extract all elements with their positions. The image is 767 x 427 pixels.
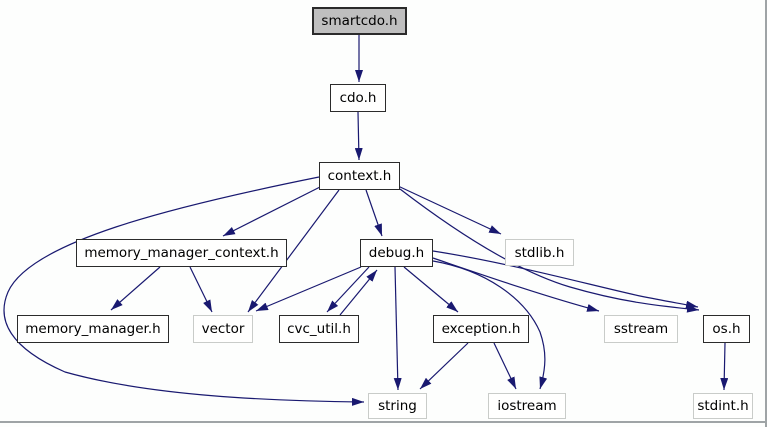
edge-mmcontext-mmanager bbox=[110, 266, 161, 311]
edge-debug-string bbox=[393, 266, 402, 391]
edge-debug-cvcutil bbox=[326, 266, 370, 313]
node-os-h[interactable]: os.h bbox=[703, 315, 750, 343]
frame-border-bottom bbox=[0, 421, 767, 423]
edge-context-stdlib bbox=[397, 185, 502, 235]
node-exception-h[interactable]: exception.h bbox=[433, 315, 529, 343]
edge-debug-vector bbox=[255, 266, 362, 312]
node-string: string bbox=[368, 393, 427, 419]
node-smartcdo-h: smartcdo.h bbox=[312, 7, 407, 35]
edge-debug-exception bbox=[403, 266, 459, 313]
edge-exception-iostream bbox=[493, 342, 517, 390]
node-memory-manager-context-h[interactable]: memory_manager_context.h bbox=[76, 239, 287, 267]
edge-context-os bbox=[399, 188, 700, 313]
node-sstream: sstream bbox=[604, 315, 678, 343]
frame-border-right bbox=[765, 0, 767, 427]
edge-os-stdint bbox=[720, 342, 729, 391]
node-context-h[interactable]: context.h bbox=[319, 162, 400, 190]
edge-debug-sstream bbox=[432, 257, 600, 312]
edge-context-mmcontext bbox=[222, 186, 321, 237]
edge-cdo-context bbox=[354, 111, 363, 161]
node-debug-h[interactable]: debug.h bbox=[360, 239, 433, 267]
node-cdo-h[interactable]: cdo.h bbox=[330, 84, 386, 112]
node-stdlib-h: stdlib.h bbox=[505, 239, 574, 266]
node-vector: vector bbox=[193, 315, 253, 343]
edge-mmcontext-vector bbox=[189, 266, 213, 313]
edge-cvcutil-debug bbox=[339, 269, 378, 316]
edge-context-debug bbox=[365, 189, 383, 237]
edge-debug-iostream bbox=[432, 260, 548, 390]
node-cvc-util-h[interactable]: cvc_util.h bbox=[279, 315, 359, 343]
edge-exception-string bbox=[419, 342, 469, 390]
edge-debug-os bbox=[432, 250, 699, 309]
edge-context-string bbox=[3, 176, 365, 406]
edge-context-vector bbox=[247, 189, 340, 313]
node-stdint-h: stdint.h bbox=[693, 393, 753, 419]
node-memory-manager-h[interactable]: memory_manager.h bbox=[17, 315, 169, 343]
node-iostream: iostream bbox=[488, 393, 566, 419]
